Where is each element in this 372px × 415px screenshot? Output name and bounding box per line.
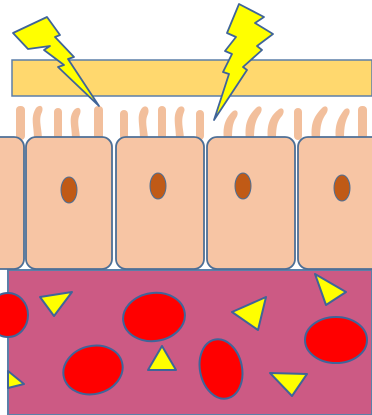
- nucleus: [150, 173, 166, 199]
- epithelial-cell: [298, 137, 372, 269]
- nucleus: [334, 175, 350, 201]
- microvilli: [16, 106, 367, 140]
- epithelial-cell: [116, 137, 204, 269]
- epithelial-cell: [207, 137, 295, 269]
- epithelial-cell: [0, 137, 24, 269]
- nucleus: [61, 177, 77, 203]
- nucleus: [235, 173, 251, 199]
- epithelial-cells: [0, 137, 372, 269]
- red-blood-cell: [305, 317, 367, 363]
